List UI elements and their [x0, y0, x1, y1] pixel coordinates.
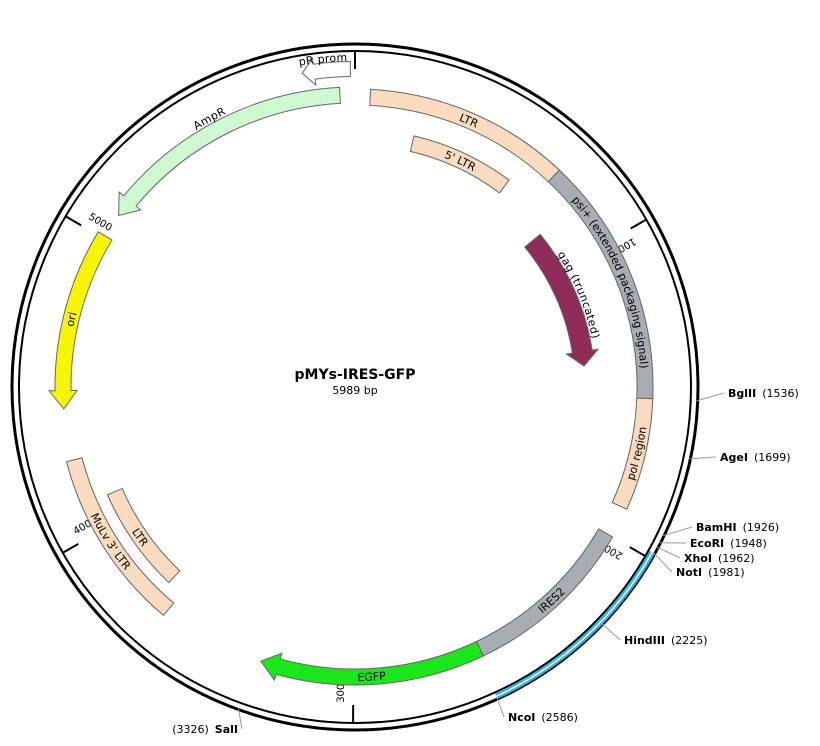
- feature-shape-amprp: [301, 56, 351, 87]
- site-label-bglii: BglII (1536): [728, 387, 799, 400]
- site-name-sali: SalI: [215, 723, 238, 736]
- site-label-xhoi: XhoI (1962): [684, 552, 755, 565]
- site-label-noti: NotI (1981): [676, 566, 745, 579]
- feature-ltr3: LTR: [106, 487, 181, 584]
- site-leader-bamhi: [662, 526, 693, 537]
- plasmid-name: pMYs-IRES-GFP: [295, 367, 416, 383]
- plasmid-length: 5989 bp: [332, 384, 377, 397]
- tick-1000: [630, 218, 647, 230]
- tick-label-5000: 5000: [86, 212, 114, 234]
- site-leader-hindiii: [601, 623, 621, 641]
- site-pos-ncoi: (2586): [541, 711, 578, 724]
- site-noti: NotI (1981): [653, 552, 745, 579]
- site-name-xhoi: XhoI: [684, 552, 712, 565]
- feature-gag: gag (truncated): [524, 233, 602, 367]
- site-name-bglii: BglII: [728, 387, 756, 400]
- tick-label-3000: 3000: [336, 677, 347, 703]
- feature-pol: pol region: [611, 397, 654, 510]
- feature-mcs: [495, 550, 655, 699]
- feature-label-text-egfp: EGFP: [357, 669, 386, 684]
- site-label-ncoi: NcoI (2586): [508, 711, 578, 724]
- site-label-agei: AgeI (1699): [720, 451, 791, 464]
- feature-amprp: AmpR promoter: [0, 0, 351, 87]
- site-bamhi: BamHI (1926): [662, 521, 779, 537]
- site-label-hindiii: HindIII (2225): [624, 634, 708, 647]
- tick-4000: [62, 543, 79, 554]
- feature-ampr: AmpR: [118, 86, 341, 217]
- restriction-sites: BglII (1536) AgeI (1699) BamHI (1926) EcoRI (19…: [172, 387, 799, 736]
- site-ecori: EcoRI (1948): [659, 537, 767, 550]
- feature-label-amprp: AmpR promoter: [0, 0, 348, 69]
- feature-shape-pol: [611, 397, 654, 510]
- tick-5000: [65, 215, 82, 227]
- feature-egfp: EGFP: [259, 640, 485, 686]
- site-leader-bglii: [696, 392, 725, 402]
- feature-shape-mulv: [65, 457, 175, 616]
- site-leader-agei: [689, 456, 717, 460]
- feature-label-text-amprp: AmpR promoter: [0, 0, 348, 69]
- site-leader-noti: [653, 552, 673, 573]
- feature-ltr5p: 5' LTR: [409, 135, 510, 194]
- feature-shape-ampr: [118, 86, 341, 217]
- feature-shape-ori: [47, 231, 113, 410]
- site-agei: AgeI (1699): [689, 451, 791, 464]
- feature-shape-ltr3: [106, 487, 181, 584]
- site-label-ecori: EcoRI (1948): [690, 537, 767, 550]
- feature-shape-egfp: [259, 640, 485, 686]
- site-pos-sali: (3326): [172, 723, 209, 736]
- feature-shape-ltr5p: [409, 135, 510, 194]
- feature-label-egfp: EGFP: [357, 669, 386, 684]
- site-pos-ecori: (1948): [730, 537, 767, 550]
- site-pos-hindiii: (2225): [671, 634, 708, 647]
- site-label-sali: (3326) SalI: [172, 723, 238, 736]
- site-pos-bglii: (1536): [762, 387, 799, 400]
- site-name-bamhi: BamHI: [696, 521, 737, 534]
- site-name-noti: NotI: [676, 566, 702, 579]
- feature-mulv: MuLv 3' LTR: [65, 457, 175, 616]
- site-leader-ncoi: [496, 697, 505, 718]
- site-name-agei: AgeI: [720, 451, 748, 464]
- site-pos-noti: (1981): [708, 566, 745, 579]
- site-pos-bamhi: (1926): [743, 521, 780, 534]
- site-ncoi: NcoI (2586): [496, 697, 578, 724]
- site-name-hindiii: HindIII: [624, 634, 665, 647]
- site-leader-sali: [237, 708, 243, 730]
- feature-label-ori: ori: [64, 311, 80, 328]
- site-leader-xhoi: [656, 546, 681, 559]
- site-xhoi: XhoI (1962): [656, 546, 755, 565]
- site-pos-agei: (1699): [754, 451, 791, 464]
- site-name-ncoi: NcoI: [508, 711, 535, 724]
- feature-label-text-ori: ori: [64, 311, 80, 328]
- site-sali: (3326) SalI: [172, 708, 243, 736]
- site-bglii: BglII (1536): [696, 387, 799, 402]
- mcs-arc-inner: [495, 551, 653, 697]
- tick-2000: [629, 546, 646, 557]
- site-pos-xhoi: (1962): [718, 552, 755, 565]
- site-hindiii: HindIII (2225): [601, 623, 708, 647]
- site-label-bamhi: BamHI (1926): [696, 521, 779, 534]
- site-name-ecori: EcoRI: [690, 537, 724, 550]
- feature-shape-gag: [524, 233, 600, 367]
- feature-ori: ori: [47, 231, 113, 410]
